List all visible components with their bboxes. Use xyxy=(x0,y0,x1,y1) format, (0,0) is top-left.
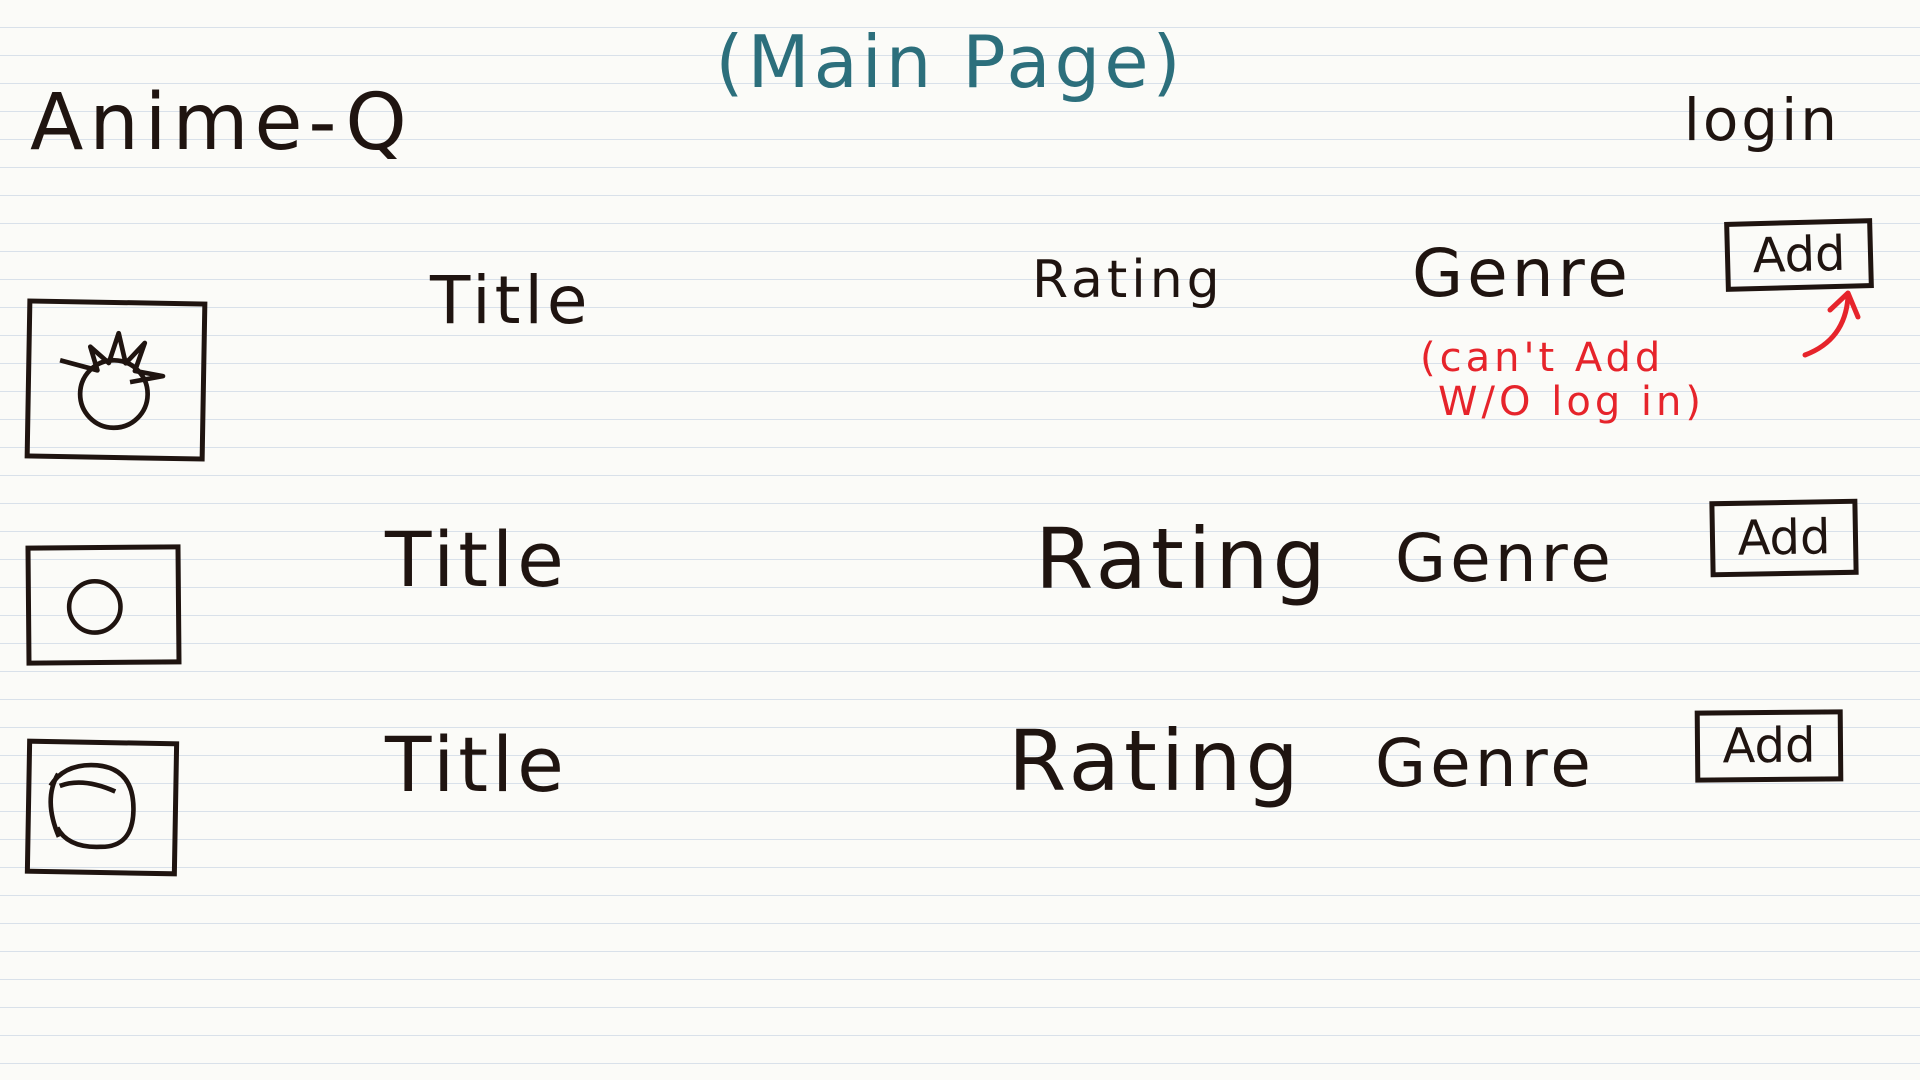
circle-icon xyxy=(66,578,123,635)
note-line-1: (can't Add xyxy=(1420,335,1665,381)
anime-title[interactable]: Title xyxy=(385,720,568,809)
anime-thumbnail[interactable] xyxy=(25,544,182,666)
app-title[interactable]: Anime-Q xyxy=(30,78,413,168)
add-button[interactable]: Add xyxy=(1694,709,1844,783)
anime-rating: Rating xyxy=(1035,510,1330,608)
anime-genre: Genre xyxy=(1375,725,1595,802)
note-line-2: W/O log in) xyxy=(1438,379,1705,425)
login-required-note: (can't Add W/O log in) xyxy=(1420,336,1705,424)
anime-thumbnail[interactable] xyxy=(24,298,208,462)
character-face-icon xyxy=(48,762,136,850)
page-heading: (Main Page) xyxy=(715,20,1185,104)
anime-genre: Genre xyxy=(1395,520,1615,597)
add-button[interactable]: Add xyxy=(1724,218,1874,292)
anime-rating: Rating xyxy=(1032,250,1224,310)
anime-title[interactable]: Title xyxy=(385,515,568,604)
anime-rating: Rating xyxy=(1008,712,1303,810)
anime-genre: Genre xyxy=(1412,235,1632,312)
add-button[interactable]: Add xyxy=(1709,498,1859,578)
login-link[interactable]: login xyxy=(1683,86,1840,154)
anime-title[interactable]: Title xyxy=(430,262,592,339)
arrow-icon xyxy=(1802,290,1861,358)
tomato-icon xyxy=(59,330,166,431)
anime-thumbnail[interactable] xyxy=(24,738,180,877)
